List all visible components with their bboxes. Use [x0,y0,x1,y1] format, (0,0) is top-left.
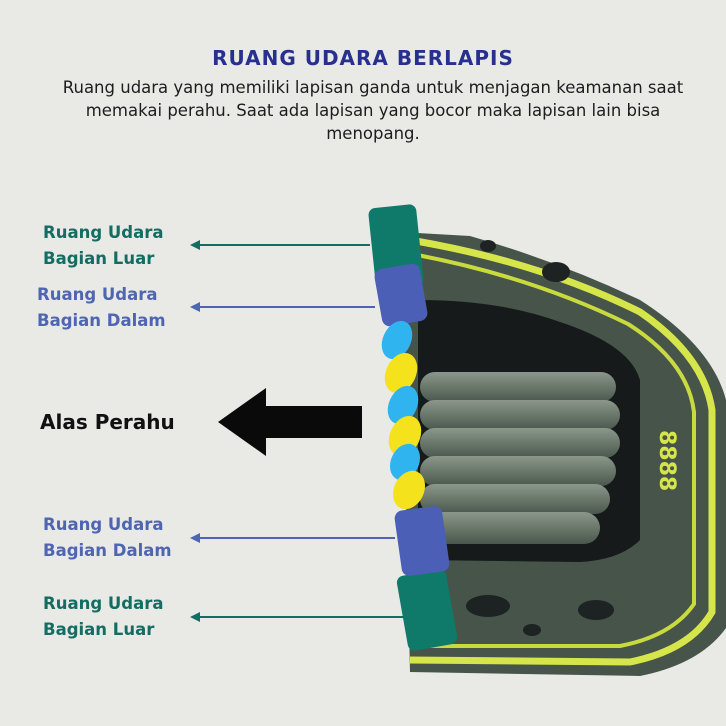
boat-marking: 8888 [654,430,679,491]
arrow-outer-bottom [190,612,404,622]
arrow-inner-bottom [190,533,395,543]
arrow-outer-top [190,240,370,250]
inner-chamber-bottom [394,505,451,577]
boat-floor-tubes [420,372,620,544]
arrow-inner-top [190,302,375,312]
floor-arrow [218,388,362,456]
